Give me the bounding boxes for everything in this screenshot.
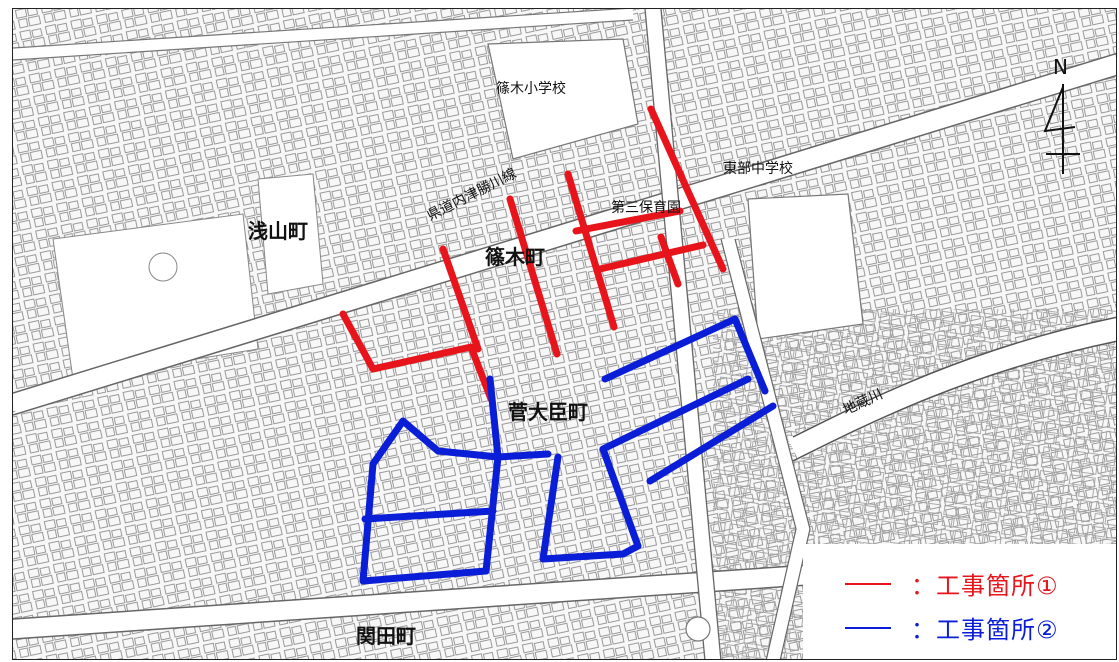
poi-label-daisan-nursery: 第三保育園 bbox=[611, 200, 681, 216]
district-label-asayama: 浅山町 bbox=[248, 219, 308, 243]
site2-route-c bbox=[601, 315, 769, 395]
site1-route-e bbox=[572, 207, 684, 235]
site1-route-g bbox=[596, 241, 707, 273]
elementary-school-ground bbox=[487, 38, 639, 160]
north-south-road bbox=[645, 9, 721, 659]
north-arrow-icon bbox=[1043, 84, 1080, 174]
site2-route-b bbox=[361, 507, 497, 523]
legend-label-site-2: ：工事箇所② bbox=[911, 616, 1059, 644]
site1-route-b bbox=[439, 245, 482, 353]
construction-site-1-routes bbox=[339, 105, 727, 403]
junior-high-ground bbox=[747, 193, 864, 340]
map-legend: ：工事箇所① ：工事箇所② bbox=[803, 544, 1116, 659]
site1-route-c bbox=[506, 195, 561, 358]
poi-label-shinoki-elementary: 篠木小学校 bbox=[496, 81, 566, 97]
jizo-river bbox=[787, 317, 1116, 460]
north-arrow-label: N bbox=[1053, 55, 1068, 79]
legend-label-site-1: ：工事箇所① bbox=[911, 572, 1059, 600]
map-frame: 浅山町 篠木町 菅大臣町 関田町 篠木小学校 東部中学校 第三保育園 県道内津勝… bbox=[12, 8, 1117, 660]
construction-site-2-routes bbox=[359, 315, 777, 585]
legend-swatch-site-2 bbox=[845, 626, 891, 629]
legend-swatch-site-1 bbox=[845, 582, 891, 585]
district-label-sugadaijin: 菅大臣町 bbox=[508, 400, 588, 424]
site1-route-d bbox=[564, 170, 618, 331]
poi-label-tobu-junior-high: 東部中学校 bbox=[723, 161, 793, 177]
legend-item-site-1: ：工事箇所① bbox=[845, 566, 1059, 601]
site2-route-d bbox=[539, 375, 752, 563]
district-label-sekita: 関田町 bbox=[356, 624, 416, 648]
legend-item-site-2: ：工事箇所② bbox=[845, 610, 1059, 645]
asayama-open-area bbox=[257, 173, 324, 295]
site1-route-a bbox=[339, 310, 495, 403]
district-label-shinoki: 篠木町 bbox=[485, 245, 545, 269]
prefectural-road bbox=[13, 53, 1116, 415]
site1-route-h bbox=[657, 233, 682, 288]
site1-route-f bbox=[647, 105, 727, 273]
site2-route-e bbox=[646, 402, 777, 485]
site2-route-a bbox=[359, 375, 552, 585]
